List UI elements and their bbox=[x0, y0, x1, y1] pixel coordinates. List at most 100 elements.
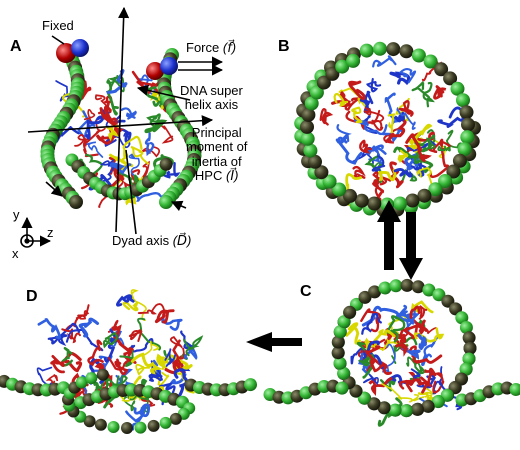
protein-ribbon bbox=[360, 308, 382, 333]
protein-ribbon bbox=[379, 375, 396, 392]
coord-z-label: z bbox=[47, 225, 54, 240]
equilibrium-arrows bbox=[377, 200, 423, 280]
protein-ribbon bbox=[410, 319, 428, 340]
dna-bead bbox=[335, 381, 349, 395]
protein-ribbon bbox=[368, 377, 393, 396]
dna-bead bbox=[147, 419, 160, 432]
panel-label-a: A bbox=[10, 38, 22, 55]
protein-ribbon bbox=[130, 289, 147, 321]
protein-ribbon bbox=[133, 403, 151, 418]
protein-ribbon bbox=[422, 81, 435, 108]
protein-ribbon bbox=[406, 138, 437, 152]
tail-pointer-right bbox=[170, 200, 187, 212]
dna-bead bbox=[399, 44, 414, 59]
dna-bead bbox=[459, 105, 474, 120]
dna-bead bbox=[333, 356, 347, 370]
protein-ribbon bbox=[384, 92, 401, 125]
protein-ribbon bbox=[352, 165, 366, 179]
dna-bead bbox=[389, 279, 403, 293]
protein-ribbon bbox=[356, 341, 375, 379]
protein-ribbon bbox=[393, 111, 405, 123]
dna-bead bbox=[509, 383, 520, 396]
protein-ribbon bbox=[404, 305, 422, 332]
dna-bead bbox=[354, 193, 369, 208]
protein-ribbon bbox=[164, 348, 176, 367]
dna-bead bbox=[411, 280, 425, 294]
protein-ribbon bbox=[362, 373, 379, 385]
pulled-bead-pair bbox=[146, 57, 178, 80]
protein-ribbon bbox=[368, 148, 383, 166]
protein-ribbon bbox=[336, 124, 352, 145]
dna-bead bbox=[452, 153, 467, 168]
protein-ribbon bbox=[348, 80, 366, 101]
protein-ribbon bbox=[364, 345, 385, 373]
fixed-pointer bbox=[51, 35, 65, 45]
protein-ribbon bbox=[359, 139, 372, 154]
dna-bead bbox=[410, 402, 424, 416]
panel-d-structure bbox=[0, 289, 257, 434]
dna-bead bbox=[422, 283, 436, 297]
dna-bead bbox=[335, 59, 350, 74]
dna-bead bbox=[386, 42, 401, 57]
dna-bead bbox=[325, 66, 340, 81]
dna-bead bbox=[83, 415, 96, 428]
protein-ribbon bbox=[397, 149, 409, 163]
dna-bead bbox=[405, 193, 420, 208]
protein-ribbon bbox=[36, 366, 53, 386]
dna-axis-label-line2: helix axis bbox=[184, 97, 239, 113]
dna-bead bbox=[459, 362, 473, 376]
dyad-symbol: (D⃗) bbox=[172, 233, 192, 248]
protein-ribbon bbox=[85, 110, 107, 140]
dna-bead bbox=[461, 117, 475, 132]
dna-bead bbox=[373, 41, 387, 56]
coord-x-label: x bbox=[12, 246, 19, 261]
dna-bead bbox=[457, 142, 472, 157]
dna-bead bbox=[456, 93, 470, 108]
protein-ribbon bbox=[75, 310, 90, 320]
protein-ribbon bbox=[91, 355, 113, 372]
protein-ribbon bbox=[371, 109, 384, 131]
protein-ribbon bbox=[433, 85, 447, 100]
protein-ribbon bbox=[361, 313, 382, 335]
dna-bead bbox=[443, 71, 458, 86]
protein-ribbon bbox=[398, 68, 417, 84]
protein-ribbon bbox=[102, 331, 118, 349]
principal-moment-arrow bbox=[27, 115, 214, 133]
protein-ribbon bbox=[373, 171, 392, 186]
dna-bead bbox=[367, 397, 381, 411]
protein-ribbon bbox=[128, 153, 140, 179]
dna-bead bbox=[309, 85, 324, 100]
protein-ribbon bbox=[144, 132, 155, 157]
protein-ribbon bbox=[416, 162, 425, 177]
panel-d-dna-beads bbox=[0, 368, 257, 434]
protein-ribbon bbox=[319, 107, 334, 126]
protein-ribbon bbox=[437, 106, 465, 128]
protein-ribbon bbox=[359, 90, 374, 114]
protein-ribbon bbox=[78, 317, 100, 338]
dna-bead bbox=[455, 311, 469, 325]
protein-ribbon bbox=[86, 141, 104, 158]
tail-pointer-left bbox=[45, 181, 63, 197]
protein-ribbon bbox=[418, 305, 428, 320]
panel-b-protein-core bbox=[319, 55, 466, 211]
principal-moment-label: Principal moment of inertia of HPC (I⃗) bbox=[186, 125, 248, 183]
dna-bead bbox=[85, 372, 98, 385]
dna-bead bbox=[159, 195, 173, 209]
dna-superhelix-axis-arrow bbox=[115, 6, 130, 233]
protein-ribbon bbox=[393, 168, 413, 178]
dna-bead bbox=[421, 399, 435, 413]
protein-ribbon bbox=[50, 354, 65, 374]
fixed-label: Fixed bbox=[42, 18, 74, 33]
dna-bead bbox=[399, 404, 413, 418]
protein-ribbon bbox=[116, 294, 135, 307]
protein-ribbon bbox=[421, 334, 440, 367]
protein-ribbon bbox=[363, 106, 385, 122]
protein-ribbon bbox=[37, 318, 61, 340]
protein-ribbon bbox=[411, 81, 430, 99]
protein-ribbon bbox=[345, 322, 361, 345]
dna-bead bbox=[460, 130, 475, 145]
protein-ribbon bbox=[134, 192, 165, 202]
principal-line2: moment of bbox=[186, 139, 248, 155]
protein-ribbon bbox=[109, 162, 132, 175]
protein-ribbon bbox=[428, 138, 451, 154]
